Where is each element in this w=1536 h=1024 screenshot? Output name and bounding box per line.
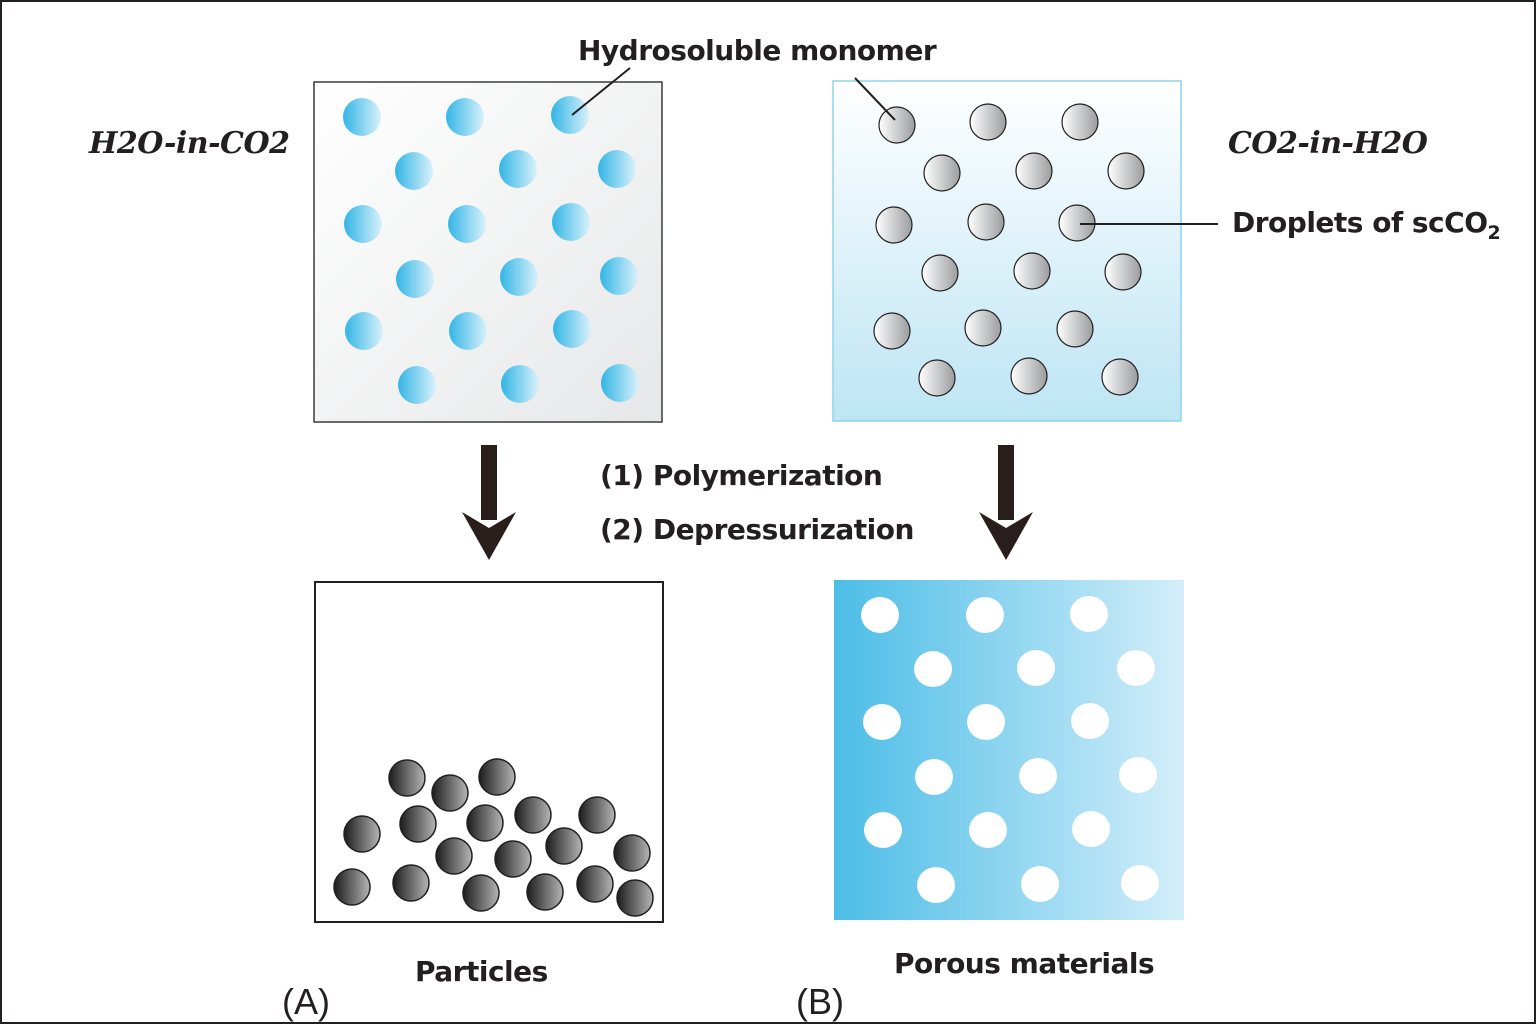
- grey-droplet: [969, 103, 1007, 141]
- particle: [616, 879, 654, 917]
- grey-droplet: [873, 312, 911, 350]
- arrow-right: [979, 445, 1033, 560]
- pore: [1121, 865, 1159, 901]
- label-particles: Particles: [415, 955, 548, 988]
- particle: [431, 774, 469, 812]
- label-droplets-of-scco2: Droplets of scCO2: [1232, 206, 1501, 244]
- blue-droplet: [395, 152, 433, 190]
- label-step-polymerization: (1) Polymerization: [600, 459, 883, 492]
- leader-line-monomer: [571, 67, 631, 116]
- blue-droplet: [601, 364, 639, 402]
- label-hydrosoluble-monomer: Hydrosoluble monomer: [578, 34, 937, 67]
- grey-droplet: [918, 359, 956, 397]
- pore: [1117, 650, 1155, 686]
- blue-droplet: [344, 205, 382, 243]
- pore: [1070, 596, 1108, 632]
- grey-droplet: [875, 206, 913, 244]
- particle: [435, 837, 473, 875]
- blue-droplet: [499, 150, 537, 188]
- blue-droplet: [396, 260, 434, 298]
- box-porous-material: [834, 580, 1184, 920]
- blue-droplet: [501, 365, 539, 403]
- grey-droplet: [878, 106, 916, 144]
- label-co2-in-h2o: CO2-in-H2O: [1228, 126, 1428, 161]
- grey-droplet: [1013, 252, 1051, 290]
- grey-droplet: [1101, 358, 1139, 396]
- panel-label-a: (A): [282, 981, 330, 1022]
- pore: [861, 597, 899, 633]
- pore: [1071, 703, 1109, 739]
- particle: [576, 865, 614, 903]
- particle: [478, 758, 516, 796]
- pore: [967, 704, 1005, 740]
- blue-droplet: [552, 203, 590, 241]
- grey-droplet: [967, 203, 1005, 241]
- particle: [388, 759, 426, 797]
- grey-droplet: [921, 254, 959, 292]
- pore: [1119, 757, 1157, 793]
- particle: [399, 805, 437, 843]
- particle: [343, 815, 381, 853]
- pore: [915, 759, 953, 795]
- pore: [1019, 758, 1057, 794]
- particle: [466, 804, 504, 842]
- grey-droplet: [1107, 152, 1145, 190]
- grey-droplet: [1015, 152, 1053, 190]
- panel-label-b: (B): [796, 981, 844, 1022]
- blue-droplet: [345, 312, 383, 350]
- label-step-depressurization: (2) Depressurization: [600, 513, 914, 546]
- pore: [914, 651, 952, 687]
- grey-droplet: [1061, 103, 1099, 141]
- blue-droplet: [598, 150, 636, 188]
- label-porous-materials: Porous materials: [894, 947, 1155, 980]
- blue-droplet: [553, 310, 591, 348]
- pore: [1017, 650, 1055, 686]
- particle: [462, 874, 500, 912]
- leader-line-monomer-b: [854, 77, 896, 121]
- box-particles: [314, 581, 664, 923]
- label-h2o-in-co2: H2O-in-CO2: [89, 126, 290, 161]
- pore: [863, 704, 901, 740]
- droplets-subscript: 2: [1487, 222, 1501, 244]
- pore: [1072, 811, 1110, 847]
- pore: [966, 597, 1004, 633]
- pores: [861, 596, 1159, 903]
- pore: [864, 812, 902, 848]
- pore: [917, 867, 955, 903]
- blue-droplet: [448, 205, 486, 243]
- particle: [578, 796, 616, 834]
- particle: [494, 840, 532, 878]
- arrow-left: [462, 445, 516, 560]
- particle: [514, 796, 552, 834]
- grey-droplet: [923, 154, 961, 192]
- particle: [545, 827, 583, 865]
- polymer-particles: [333, 758, 654, 917]
- blue-droplet: [343, 98, 381, 136]
- blue-droplet: [551, 96, 589, 134]
- particle: [613, 834, 651, 872]
- blue-droplet: [398, 366, 436, 404]
- box-h2o-in-co2: [313, 81, 663, 423]
- particle: [333, 868, 371, 906]
- scco2-droplets: [873, 103, 1145, 397]
- grey-droplet: [1104, 253, 1142, 291]
- grey-droplet: [964, 309, 1002, 347]
- hydrosoluble-droplets: [343, 96, 639, 404]
- droplets-text: Droplets of scCO: [1232, 206, 1488, 239]
- particle: [526, 873, 564, 911]
- blue-droplet: [446, 98, 484, 136]
- pore: [969, 812, 1007, 848]
- grey-droplet: [1056, 310, 1094, 348]
- blue-droplet: [449, 312, 487, 350]
- grey-droplet: [1010, 357, 1048, 395]
- blue-droplet: [500, 258, 538, 296]
- blue-droplet: [600, 257, 638, 295]
- pore: [1021, 866, 1059, 902]
- particle: [392, 864, 430, 902]
